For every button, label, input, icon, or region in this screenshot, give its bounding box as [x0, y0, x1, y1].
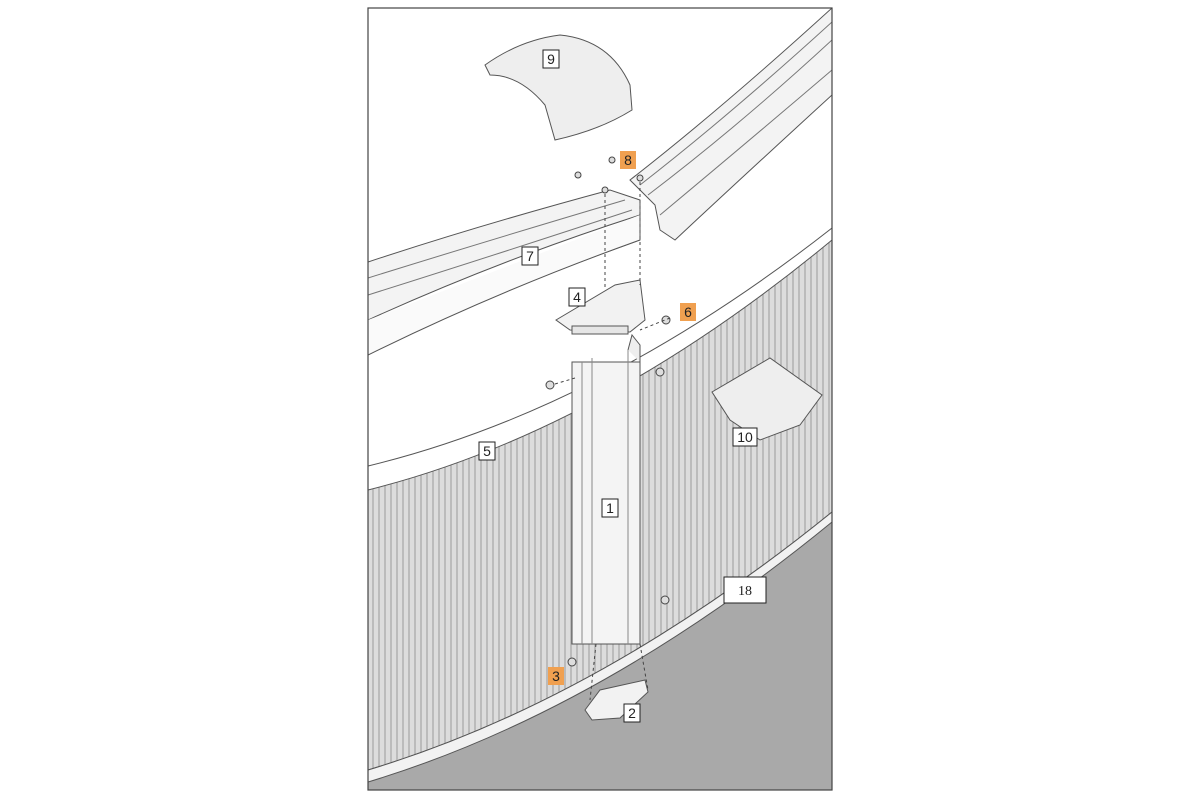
upright-1 — [571, 333, 641, 645]
callout-10: 10 — [732, 427, 758, 447]
svg-text:7: 7 — [526, 248, 534, 264]
bottom-track — [368, 511, 832, 783]
callout-2: 2 — [623, 703, 641, 723]
svg-text:10: 10 — [737, 429, 753, 445]
screws — [545, 156, 671, 667]
callout-1: 1 — [601, 498, 619, 518]
top-rail-5 — [368, 227, 832, 491]
svg-text:8: 8 — [624, 152, 632, 168]
svg-text:18: 18 — [738, 584, 752, 599]
cover-10 — [711, 357, 823, 441]
diagram-frame — [367, 7, 833, 791]
callout-8: 8 — [620, 151, 636, 169]
callout-7: 7 — [521, 246, 539, 266]
bracket-4 — [555, 279, 646, 333]
cap-9 — [484, 34, 633, 141]
svg-text:5: 5 — [483, 443, 491, 459]
svg-text:2: 2 — [628, 705, 636, 721]
callout-3: 3 — [548, 667, 564, 685]
callout-18: 18 — [723, 576, 767, 604]
cap-rail-right — [629, 8, 832, 241]
ground — [368, 520, 832, 790]
callout-6: 6 — [680, 303, 696, 321]
svg-text:3: 3 — [552, 668, 560, 684]
svg-text:6: 6 — [684, 304, 692, 320]
callout-9: 9 — [542, 49, 560, 69]
svg-text:1: 1 — [606, 500, 614, 516]
callout-5: 5 — [478, 441, 496, 461]
foot-2 — [584, 679, 649, 721]
callout-4: 4 — [568, 287, 586, 307]
svg-text:4: 4 — [573, 289, 581, 305]
svg-text:9: 9 — [547, 51, 555, 67]
